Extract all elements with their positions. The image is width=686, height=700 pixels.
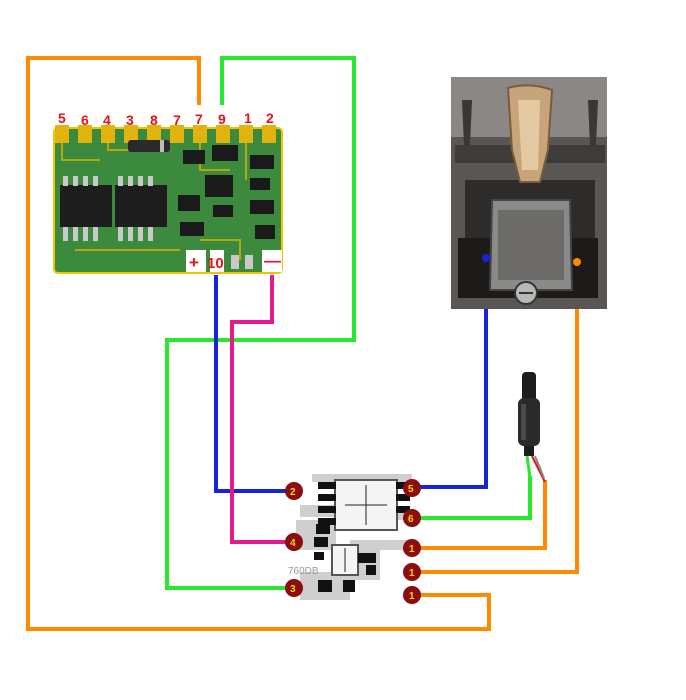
- plus-label: +: [189, 253, 199, 272]
- pin-label: 2: [266, 110, 274, 126]
- pin-label: 8: [150, 112, 158, 128]
- decoder-pad-10: [210, 250, 224, 272]
- pin-label: 7: [195, 111, 203, 127]
- pin-label: 5: [58, 110, 66, 126]
- pad-label: 2: [290, 487, 296, 498]
- decoder-pad-minus: [262, 250, 282, 272]
- plug-connector: [518, 372, 546, 483]
- pin-label: 1: [244, 110, 252, 126]
- wire-magenta-minus: [230, 275, 292, 544]
- wire-green-pin9: [165, 56, 356, 590]
- decoder-board: 5 6 4 3 8 7 7 9 1 2 + 10 —: [51, 105, 286, 275]
- wire-blue-socket: [419, 258, 488, 489]
- pad-label: 1: [409, 544, 415, 555]
- chip-marking: 760DB: [288, 566, 319, 577]
- decoder-diode: [128, 140, 170, 152]
- decoder-top-pads: [55, 125, 276, 143]
- pin-10-label: 10: [207, 255, 224, 272]
- lamp-socket-photo: [451, 77, 607, 309]
- pad-label: 4: [290, 538, 296, 549]
- wire-orange-plug: [419, 480, 547, 550]
- decoder-ic-left: [60, 185, 112, 227]
- pin-label: 6: [81, 112, 89, 128]
- pin-label: 3: [126, 112, 134, 128]
- decoder-pin-labels: 5 6 4 3 8 7 7 9 1 2: [58, 110, 274, 128]
- wire-green-plug: [419, 476, 532, 520]
- decoder-ic-right: [115, 185, 167, 227]
- pad-label: 5: [408, 484, 414, 495]
- pin-label: 4: [103, 112, 111, 128]
- adapter-right-pads: 5 6 1 1 1: [403, 479, 421, 604]
- wire-orange-pin7: [26, 56, 491, 631]
- wire-blue-pin10: [214, 268, 292, 493]
- pad-label: 3: [290, 584, 296, 595]
- wire-orange-socket: [419, 262, 579, 574]
- adapter-left-pads: 2 4 3: [285, 482, 303, 597]
- pin-label: 9: [218, 111, 226, 127]
- pad-label: 1: [409, 568, 415, 579]
- pad-label: 1: [409, 591, 415, 602]
- minus-label: —: [264, 251, 281, 270]
- adapter-board: 760DB 2 4 3 5 6 1 1 1: [285, 474, 421, 604]
- pin-label: 7: [173, 112, 181, 128]
- pad-label: 6: [408, 514, 414, 525]
- decoder-pad-plus: [186, 250, 206, 272]
